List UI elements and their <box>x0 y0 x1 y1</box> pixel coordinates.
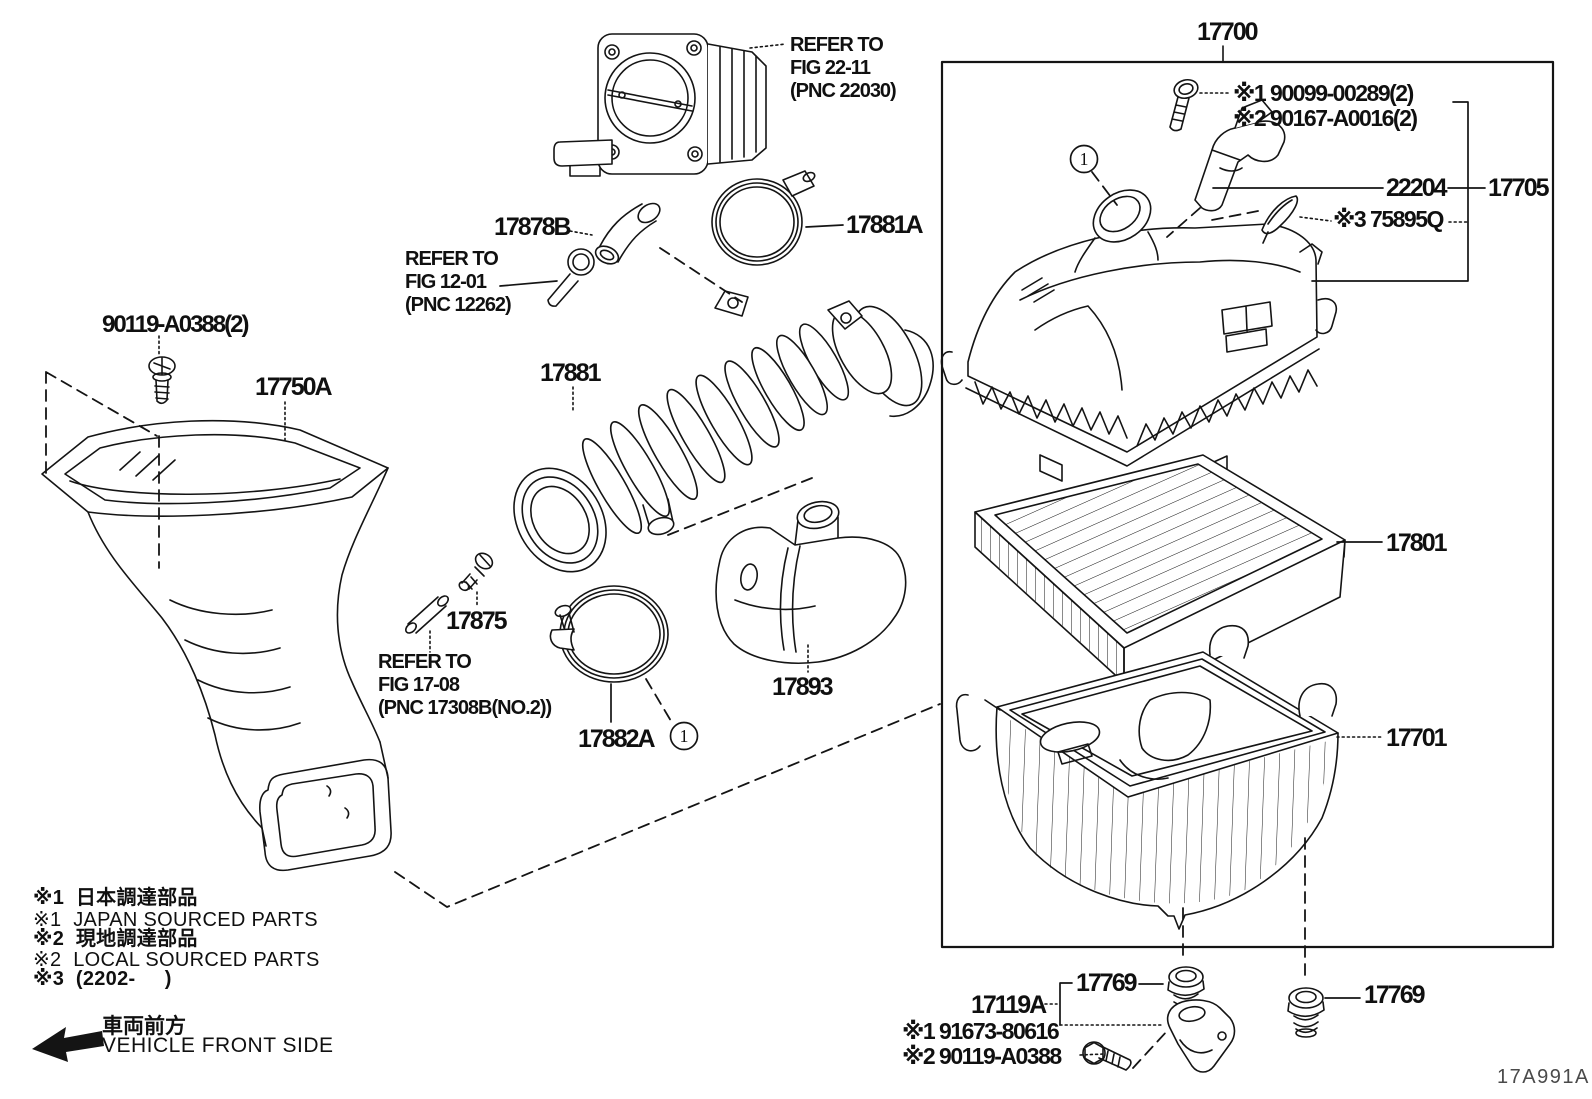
elbow-17878B-art <box>594 202 661 265</box>
filter-17801-art <box>974 454 1346 703</box>
callout-circles <box>669 144 1099 751</box>
part-number-17705: 17705 <box>1488 174 1550 202</box>
seal-75895Q-art <box>1261 195 1299 244</box>
throttle-body-art <box>553 33 767 177</box>
screw-90119-art <box>148 356 176 405</box>
bracket-art <box>1166 999 1236 1073</box>
part-number-17769-right: 17769 <box>1364 981 1426 1009</box>
part-number-17881A: 17881A <box>846 211 924 239</box>
figure-code: 17A991A <box>1497 1066 1590 1088</box>
screw-90099-art <box>1169 78 1199 132</box>
pin-art <box>404 595 450 634</box>
note-90099-00289: ※1 90099-00289(2) <box>1233 80 1414 106</box>
grommet-17769-right-art <box>1287 987 1325 1038</box>
legend-local-sourced-jp: ※2 現地調達部品 <box>33 928 198 950</box>
vehicle-front-label-jp: 車両前方 <box>102 1015 186 1038</box>
assembly-box <box>940 45 1555 949</box>
legend-local-sourced-en: ※2 LOCAL SOURCED PARTS <box>33 949 320 971</box>
callout-1-top: 1 <box>1079 149 1089 169</box>
clamp-17882A-art <box>549 585 669 683</box>
part-number-17700: 17700 <box>1197 18 1259 46</box>
leader-lines-dotted <box>158 43 1468 1056</box>
part-number-17801: 17801 <box>1386 529 1448 557</box>
leader-lines-solid <box>499 101 1486 1026</box>
legend-note3-range: ※3 (2202- ) <box>33 968 172 990</box>
hose-17881-art <box>513 290 934 573</box>
resonator-17893-art <box>715 500 907 664</box>
assembly-dashed-lines <box>45 171 1306 1069</box>
part-number-17119A: 17119A <box>971 991 1047 1019</box>
bolt-91673-art <box>1082 1041 1132 1071</box>
part-number-22204: 22204 <box>1386 174 1448 202</box>
clamp-17881A-art <box>711 170 816 266</box>
part-number-17701: 17701 <box>1386 724 1448 752</box>
note-91673-80616: ※1 91673-80616 <box>902 1018 1060 1044</box>
cap-17705-art <box>940 189 1338 485</box>
case-17701-art <box>955 624 1339 930</box>
note-75895Q: ※3 75895Q <box>1333 206 1444 232</box>
part-number-17750A: 17750A <box>255 373 333 401</box>
part-number-17882A: 17882A <box>578 725 656 753</box>
sensor-17875-art <box>458 552 494 592</box>
part-number-90119-A0388: 90119-A0388(2) <box>102 311 249 338</box>
part-number-17881: 17881 <box>540 359 602 387</box>
note-90119-A0388: ※2 90119-A0388 <box>902 1043 1062 1069</box>
part-number-17878B: 17878B <box>494 213 572 241</box>
vehicle-front-label-en: VEHICLE FRONT SIDE <box>102 1034 334 1057</box>
vehicle-front-arrow <box>32 1027 104 1062</box>
gasket-ring-art <box>547 248 595 307</box>
callout-1-bottom: 1 <box>679 726 689 746</box>
part-number-17875: 17875 <box>446 607 508 635</box>
legend-japan-sourced-en: ※1 JAPAN SOURCED PARTS <box>33 909 318 931</box>
legend-japan-sourced-jp: ※1 日本調達部品 <box>33 887 198 909</box>
part-number-17769-left: 17769 <box>1076 969 1138 997</box>
note-90167-A0016: ※2 90167-A0016(2) <box>1233 105 1418 131</box>
duct-17750A-art <box>41 419 392 872</box>
part-number-17893: 17893 <box>772 673 834 701</box>
